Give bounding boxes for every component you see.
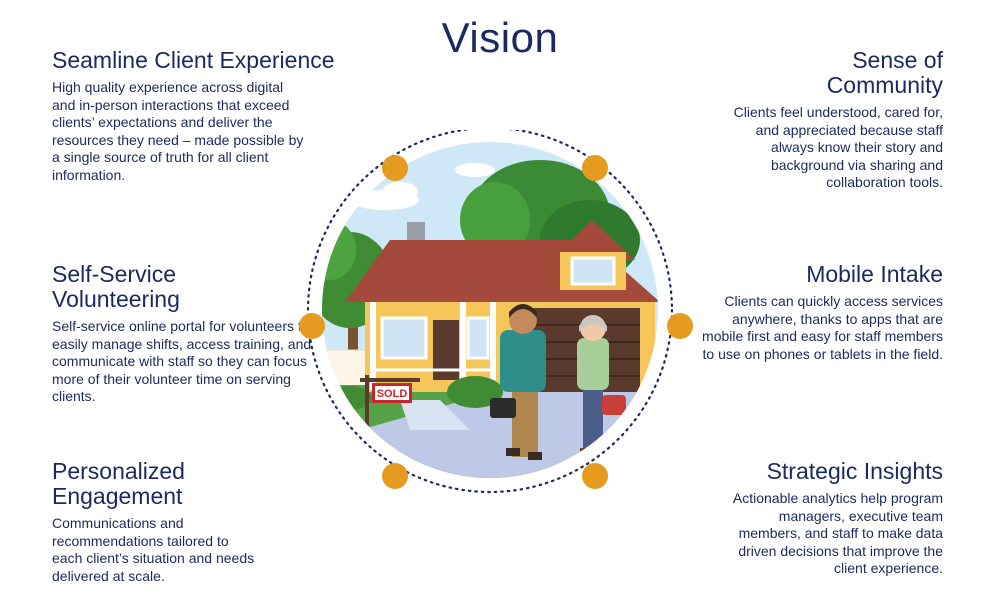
personalized-engagement-block: Personalized Engagement Communications a… — [52, 459, 342, 585]
ring-node-top-left — [382, 155, 408, 181]
sense-of-community-block: Sense of Community Clients feel understo… — [683, 48, 943, 192]
strategic-insights-text: Actionable analytics help program manage… — [732, 490, 943, 576]
mobile-intake-heading: Mobile Intake — [806, 261, 943, 287]
self-service-volunteering-text: Self-service online portal for volunteer… — [52, 318, 312, 404]
ring-node-bottom-right — [582, 463, 608, 489]
house-illustration: SOLD — [299, 130, 693, 494]
porch-posts — [370, 302, 496, 390]
sense-of-community-heading: Sense of Community — [826, 47, 943, 98]
side-window — [466, 316, 490, 360]
scene-content: SOLD — [322, 142, 658, 478]
porch-window — [380, 316, 428, 360]
woman-figure — [577, 315, 626, 458]
dotted-ring — [306, 130, 674, 494]
man-figure — [490, 304, 546, 460]
seamless-client-experience-text: High quality experience across digital a… — [52, 79, 304, 183]
sense-of-community-text: Clients feel understood, cared for, and … — [733, 104, 943, 190]
sold-sign: SOLD — [360, 375, 420, 430]
ring-nodes — [299, 155, 693, 489]
seamless-client-experience-block: Seamline Client Experience High quality … — [52, 48, 342, 184]
mobile-intake-block: Mobile Intake Clients can quickly access… — [663, 262, 943, 363]
strategic-insights-block: Strategic Insights Actionable analytics … — [663, 459, 943, 578]
strategic-insights-heading: Strategic Insights — [766, 458, 943, 484]
personalized-engagement-heading: Personalized Engagement — [52, 458, 185, 509]
ring-node-bottom-left — [382, 463, 408, 489]
ring-node-mid-right — [667, 313, 693, 339]
ring-node-top-right — [582, 155, 608, 181]
self-service-volunteering-heading: Self-Service Volunteering — [52, 261, 180, 312]
self-service-volunteering-block: Self-Service Volunteering Self-service o… — [52, 262, 342, 406]
personalized-engagement-text: Communications and recommendations tailo… — [52, 515, 255, 584]
seamless-client-experience-heading: Seamline Client Experience — [52, 47, 335, 73]
dormer-roof — [552, 220, 635, 260]
handbag-icon — [602, 395, 626, 415]
mobile-intake-text: Clients can quickly access services anyw… — [702, 293, 943, 362]
dormer-window — [570, 256, 616, 286]
sold-sign-label: SOLD — [377, 388, 408, 400]
ring-node-mid-left — [299, 313, 325, 339]
briefcase-icon — [490, 398, 516, 418]
walkway — [400, 400, 470, 430]
page-title: Vision — [441, 14, 559, 61]
